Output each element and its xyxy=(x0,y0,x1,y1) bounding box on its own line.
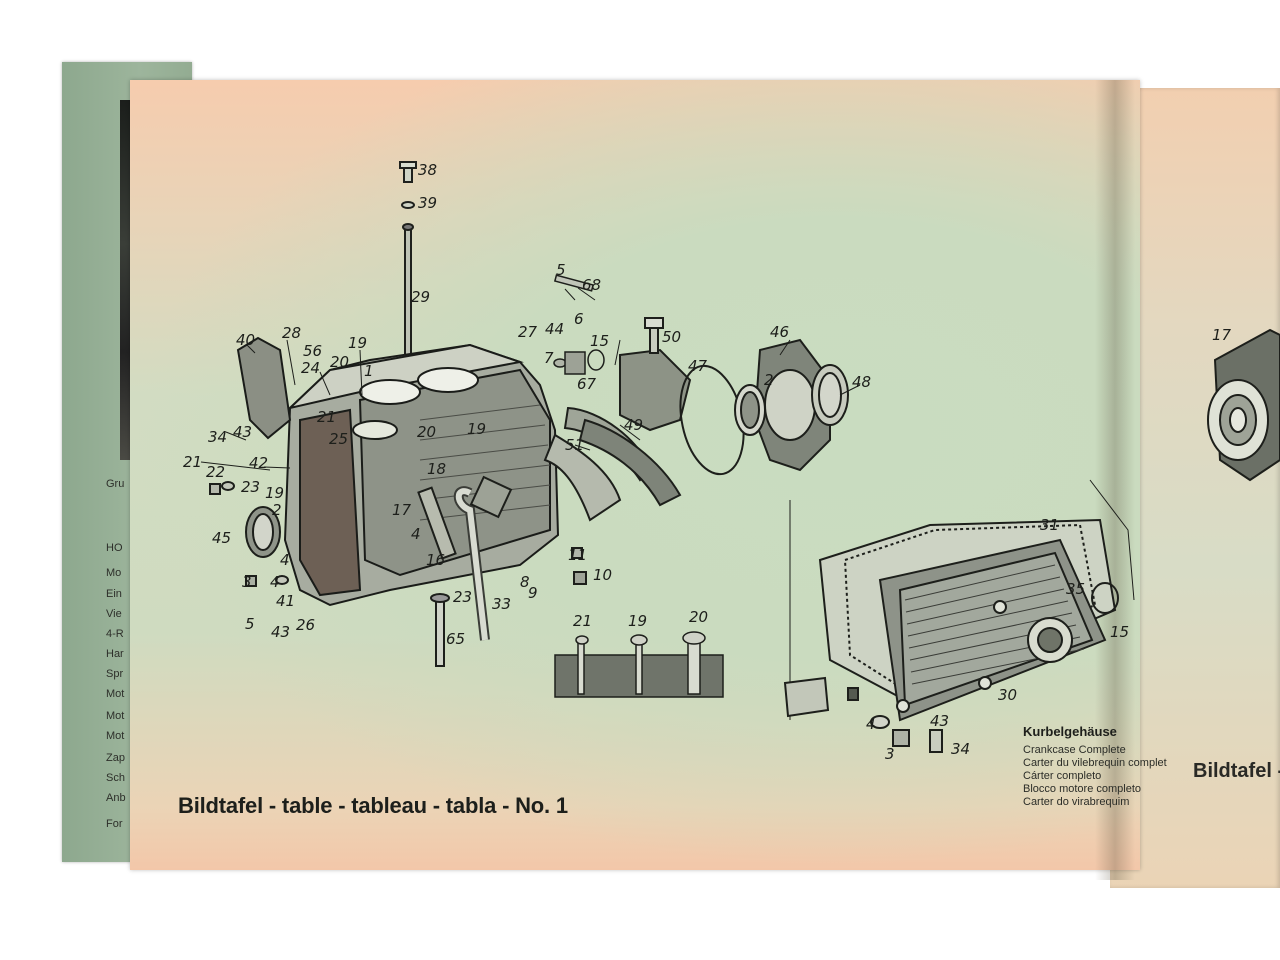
callout-number: 1 xyxy=(364,362,374,380)
callout-number: 23 xyxy=(453,588,473,606)
callout-number: 4 xyxy=(866,715,876,733)
left-page-fragment: Mot xyxy=(106,710,125,722)
callout-number: 5 xyxy=(245,615,255,633)
left-page-fragment: Sch xyxy=(106,772,125,784)
callout-number: 65 xyxy=(446,630,466,648)
callout-number: 10 xyxy=(593,566,613,584)
left-page-fragment: 4-R xyxy=(106,628,124,640)
callout-number: 16 xyxy=(426,551,446,569)
callout-number: 3 xyxy=(242,573,252,591)
callout-number: 43 xyxy=(930,712,950,730)
callout-number: 20 xyxy=(330,353,350,371)
callout-number: 18 xyxy=(427,460,447,478)
cover-inset xyxy=(783,479,1135,753)
callout-number: 21 xyxy=(183,453,203,471)
callout-number: 26 xyxy=(296,616,316,634)
callout-number: 35 xyxy=(1066,580,1086,598)
callout-number: 5 xyxy=(556,261,566,279)
left-page-fragment: Mot xyxy=(106,730,125,742)
callout-number: 47 xyxy=(688,357,708,375)
callout-number: 31 xyxy=(1040,516,1060,534)
callout-number: 21 xyxy=(573,612,593,630)
left-page-fragment: HO xyxy=(106,542,123,554)
callout-number: 19 xyxy=(265,484,285,502)
callout-number: 24 xyxy=(301,359,321,377)
callout-number: 27 xyxy=(518,323,538,341)
callout-number: 8 xyxy=(520,573,530,591)
left-page-fragment: Har xyxy=(106,648,124,660)
legend-line: Carter do virabrequim xyxy=(1023,796,1130,808)
callout-number: 15 xyxy=(1110,623,1130,641)
callout-number: 25 xyxy=(329,430,349,448)
left-page-fragment: Anb xyxy=(106,792,126,804)
callout-number: 20 xyxy=(417,423,437,441)
callout-number: 17 xyxy=(392,501,412,519)
left-page-fragment: Gru xyxy=(106,478,125,490)
legend-line: Crankcase Complete xyxy=(1023,744,1126,756)
callout-number: 43 xyxy=(271,623,291,641)
callout-number: 22 xyxy=(206,463,226,481)
left-page-fragment: Vie xyxy=(106,608,122,620)
callout-number: 17 xyxy=(1212,326,1232,344)
callout-number: 20 xyxy=(689,608,709,626)
spine-shadow xyxy=(1095,80,1135,880)
callout-number: 28 xyxy=(282,324,302,342)
callout-number: 2 xyxy=(764,371,774,389)
callout-number: 3 xyxy=(885,745,895,763)
callout-number: 2 xyxy=(272,501,282,519)
callout-number: 48 xyxy=(852,373,872,391)
callout-number: 30 xyxy=(998,686,1018,704)
callout-number: 9 xyxy=(528,584,538,602)
callout-number: 45 xyxy=(212,529,232,547)
callout-number: 34 xyxy=(208,428,228,446)
callout-number: 38 xyxy=(418,161,438,179)
callout-number: 19 xyxy=(628,612,648,630)
callout-number: 23 xyxy=(241,478,261,496)
callout-number: 33 xyxy=(492,595,512,613)
callout-number: 41 xyxy=(276,592,296,610)
callout-number: 44 xyxy=(545,320,565,338)
left-page-fragment: For xyxy=(106,818,123,830)
left-page-fragment: Spr xyxy=(106,668,124,680)
callout-number: 29 xyxy=(411,288,431,306)
callout-number: 40 xyxy=(236,331,256,349)
callout-number: 67 xyxy=(577,375,597,393)
left-page-fragment: Zap xyxy=(106,752,125,764)
callout-number: 56 xyxy=(303,342,323,360)
callout-number: 43 xyxy=(233,423,253,441)
callout-number: 4 xyxy=(280,551,290,569)
callout-number: 46 xyxy=(770,323,790,341)
callout-number: 15 xyxy=(590,332,610,350)
callout-number: 51 xyxy=(565,436,585,454)
left-page-fragment: Mo xyxy=(106,567,122,579)
callout-number: 11 xyxy=(568,546,588,564)
callout-number: 34 xyxy=(951,740,971,758)
callout-number: 19 xyxy=(348,334,368,352)
legend-line: Carter du vilebrequin complet xyxy=(1023,757,1167,769)
left-page-fragment: Ein xyxy=(106,588,122,600)
callout-number: 39 xyxy=(418,194,438,212)
callout-number: 6 xyxy=(574,310,584,328)
legend-title: Kurbelgehäuse xyxy=(1023,724,1117,739)
callout-number: 49 xyxy=(624,416,644,434)
legend-line: Blocco motore completo xyxy=(1023,783,1141,795)
callout-number: 4 xyxy=(270,573,280,591)
crankcase-block xyxy=(236,336,560,607)
plate-caption: Bildtafel - table - tableau - tabla - No… xyxy=(178,793,568,818)
callout-number: 7 xyxy=(544,349,554,367)
callout-number: 68 xyxy=(582,276,602,294)
callout-number: 19 xyxy=(467,420,487,438)
callout-number: 4 xyxy=(411,525,421,543)
callout-number: 50 xyxy=(662,328,682,346)
callout-number: 42 xyxy=(249,454,269,472)
right-plate-caption: Bildtafel - xyxy=(1193,760,1280,782)
left-page-fragment: Mot xyxy=(106,688,125,700)
callout-number: 21 xyxy=(317,408,337,426)
legend-line: Cárter completo xyxy=(1023,770,1102,782)
